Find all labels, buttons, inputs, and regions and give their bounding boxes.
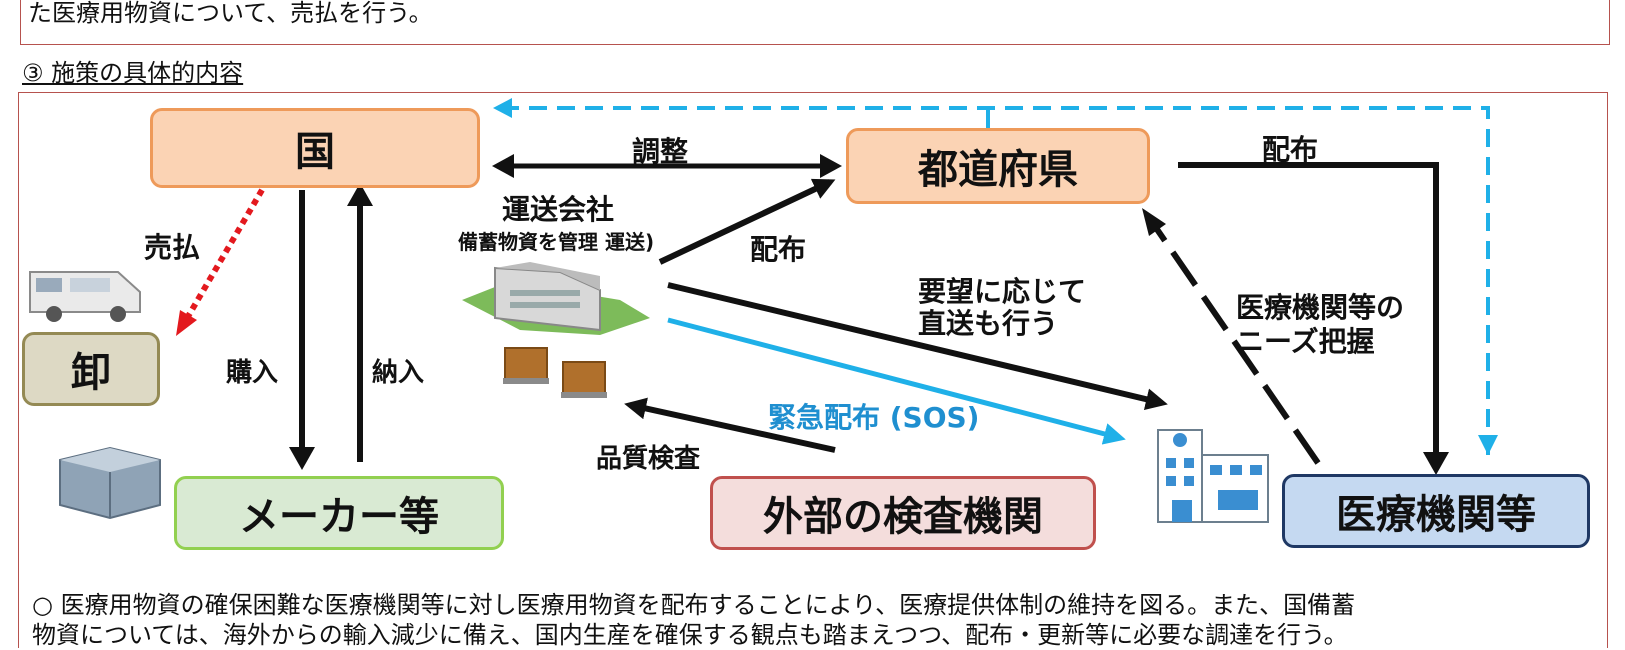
label-chokuso-1: 要望に応じて xyxy=(918,275,1087,308)
section-title: ③ 施策の具体的内容 xyxy=(22,59,244,87)
hinshitsu-arrow xyxy=(624,397,836,453)
haifu-mid-arrow xyxy=(658,178,836,265)
top-frame xyxy=(20,0,1610,45)
haifu-top-arrow xyxy=(1178,162,1449,475)
label-haifu-mid: 配布 xyxy=(750,233,807,266)
bottom-line-2: 物資については、海外からの輸入減少に備え、国内生産を確保する観点も踏まえつつ、配… xyxy=(32,621,1348,649)
chokuso-arrow xyxy=(667,282,1168,410)
factory-icon xyxy=(59,446,161,520)
label-unso-sub: 備蓄物資を管理 運送) xyxy=(458,230,655,254)
needs-arrow xyxy=(1149,220,1321,465)
label-needs-2: ニーズ把握 xyxy=(1236,325,1375,358)
label-needs-1: 医療機関等の xyxy=(1236,291,1405,324)
node-kuni: 国 xyxy=(150,108,480,188)
label-kinkyu: 緊急配布 (SOS) xyxy=(768,401,980,434)
label-chosei: 調整 xyxy=(632,135,689,168)
label-konyu: 購入 xyxy=(226,358,279,388)
label-nonyu: 納入 xyxy=(372,358,425,388)
main-frame xyxy=(18,92,1608,648)
label-baraibarai: 売払 xyxy=(144,231,201,264)
top-text: た医療用物資について、売払を行う。 xyxy=(28,0,433,27)
node-oroshi: 卸 xyxy=(22,332,160,406)
label-unso-title: 運送会社 xyxy=(502,193,615,226)
node-iryo: 医療機関等 xyxy=(1282,474,1590,548)
bottom-paragraph: ○ 医療用物資の確保困難な医療機関等に対し医療用物資を配布することにより、医療提… xyxy=(32,590,1355,650)
label-hinshitsu: 品質検査 xyxy=(596,444,701,474)
baraibarai-arrow xyxy=(183,188,265,322)
hospital-icon xyxy=(1157,429,1269,523)
bottom-line-1: ○ 医療用物資の確保困難な医療機関等に対し医療用物資を配布することにより、医療提… xyxy=(32,591,1356,619)
label-chokuso-2: 直送も行う xyxy=(918,307,1059,340)
node-kensa: 外部の検査機関 xyxy=(710,476,1096,550)
kinkyu-arrow xyxy=(667,317,1126,445)
label-haifu-top: 配布 xyxy=(1262,133,1319,166)
boxes-icon xyxy=(503,347,607,398)
chosei-arrow xyxy=(492,154,842,178)
warehouse-icon xyxy=(462,262,650,335)
node-todofuken: 都道府県 xyxy=(846,128,1150,204)
node-maker: メーカー等 xyxy=(174,476,504,550)
truck-icon xyxy=(29,271,141,322)
